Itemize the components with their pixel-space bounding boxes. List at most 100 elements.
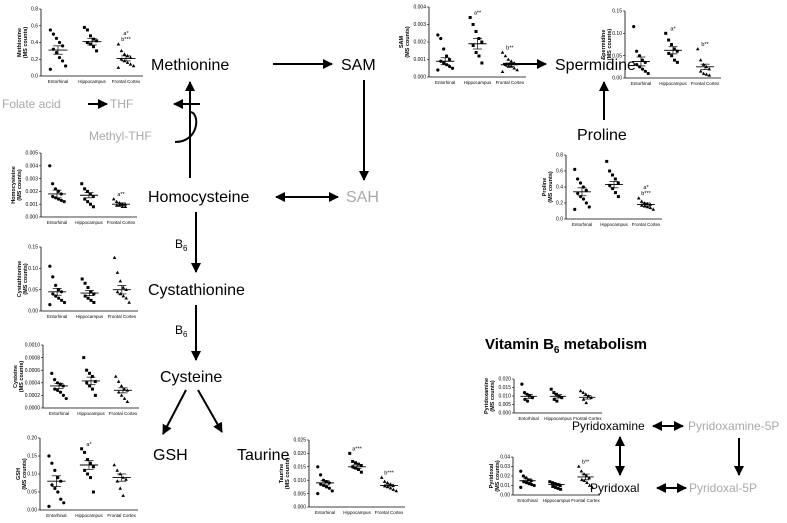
data-point [379, 475, 384, 479]
data-point [62, 200, 66, 204]
data-point [503, 54, 508, 58]
y-tick-label: 0.002 [25, 189, 38, 195]
data-point [525, 399, 530, 403]
y-tick-label: 0.6 [31, 23, 38, 29]
data-point [468, 16, 472, 19]
y-axis-label: GSH(MS counts) [16, 458, 28, 490]
data-point [57, 296, 61, 300]
label-b6-2: B6 [175, 323, 188, 339]
significance-label: b*** [384, 471, 394, 477]
data-point [85, 28, 89, 32]
data-point [60, 59, 65, 63]
data-point [59, 298, 64, 302]
data-point [500, 50, 505, 54]
data-point [520, 382, 524, 386]
data-point [56, 288, 61, 292]
significance-label: b** [582, 460, 590, 466]
data-point [125, 399, 130, 403]
x-tick-label: Hippocampus [75, 220, 103, 225]
data-point [608, 183, 612, 187]
data-point [48, 67, 52, 71]
data-point [54, 283, 58, 287]
data-point [354, 461, 357, 465]
y-tick-label: 0.004 [413, 5, 426, 11]
x-tick-label: Hippocampus [600, 222, 628, 227]
y-axis-label-line: Taurine [279, 464, 285, 483]
data-point [552, 397, 556, 401]
x-tick-label: Frontal Cortex [112, 79, 141, 84]
y-axis-label: Proline(MS counts) [542, 171, 554, 203]
data-point [701, 71, 706, 75]
data-point [48, 303, 52, 307]
data-point [587, 205, 591, 209]
y-axis-label-line: SAM [399, 35, 405, 48]
x-tick-label: Hippocampus [343, 510, 371, 515]
y-axis-label: Pyridoxal(MS counts) [489, 460, 501, 492]
data-point [122, 396, 127, 400]
data-point [675, 49, 679, 53]
data-point [471, 23, 475, 26]
data-point [664, 31, 668, 35]
data-point [450, 66, 455, 70]
y-axis-label: Taurine(MS counts) [279, 458, 291, 490]
data-point [86, 458, 89, 462]
x-tick-label: Frontal Cortex [107, 220, 136, 225]
data-point [582, 478, 587, 483]
data-point [573, 167, 577, 171]
significance-label: a* [643, 185, 649, 191]
significance-label: a** [117, 192, 125, 198]
y-tick-label: 0.10 [27, 472, 37, 478]
data-point [608, 169, 612, 173]
significance-label: b*** [121, 37, 131, 43]
data-point [122, 52, 127, 56]
data-point [53, 486, 57, 490]
data-point [120, 204, 125, 209]
y-tick-label: 0.10 [28, 266, 38, 272]
data-point [388, 486, 393, 490]
y-tick-label: 0.0002 [25, 393, 41, 399]
data-point [553, 485, 557, 489]
data-point [91, 387, 94, 391]
data-point [643, 69, 647, 73]
chart-taurine: 0.0000.0050.0100.0150.0200.025Taurine(MS… [279, 438, 405, 515]
data-point [556, 486, 560, 490]
data-point [707, 67, 712, 71]
data-point [89, 290, 93, 294]
y-axis-label-unit: (MS counts) [495, 460, 501, 492]
data-point [532, 483, 536, 488]
data-point [555, 399, 559, 403]
data-point [86, 296, 90, 300]
data-point [91, 205, 95, 209]
x-tick-label: Hippocampus [544, 416, 572, 421]
label-b6-1: B6 [175, 237, 188, 253]
data-point [385, 480, 390, 485]
data-point [605, 159, 609, 163]
y-axis-label-unit: (MS counts) [23, 27, 29, 59]
data-point [48, 264, 52, 268]
data-point [82, 356, 86, 360]
data-point [54, 36, 59, 40]
data-point [119, 48, 124, 53]
data-point [616, 195, 620, 199]
data-point [123, 204, 128, 209]
data-point [93, 393, 97, 397]
data-point [351, 459, 355, 463]
data-point [474, 30, 478, 33]
y-tick-label: 0.003 [413, 22, 426, 28]
data-point [436, 68, 440, 72]
data-point [93, 380, 97, 384]
data-point [585, 480, 589, 484]
y-tick-label: 0.0006 [25, 368, 41, 374]
y-axis-label-unit: (MS counts) [548, 171, 554, 203]
data-point [83, 187, 87, 191]
y-tick-label: 0.20 [27, 436, 37, 442]
data-point [672, 47, 676, 51]
data-point [95, 39, 99, 43]
y-tick-label: 0.003 [25, 176, 38, 182]
data-point [394, 489, 399, 493]
data-point [115, 468, 120, 472]
data-point [112, 463, 117, 467]
data-point [632, 25, 636, 29]
x-tick-label: Frontal Cortex [107, 513, 136, 518]
data-point [444, 54, 449, 58]
